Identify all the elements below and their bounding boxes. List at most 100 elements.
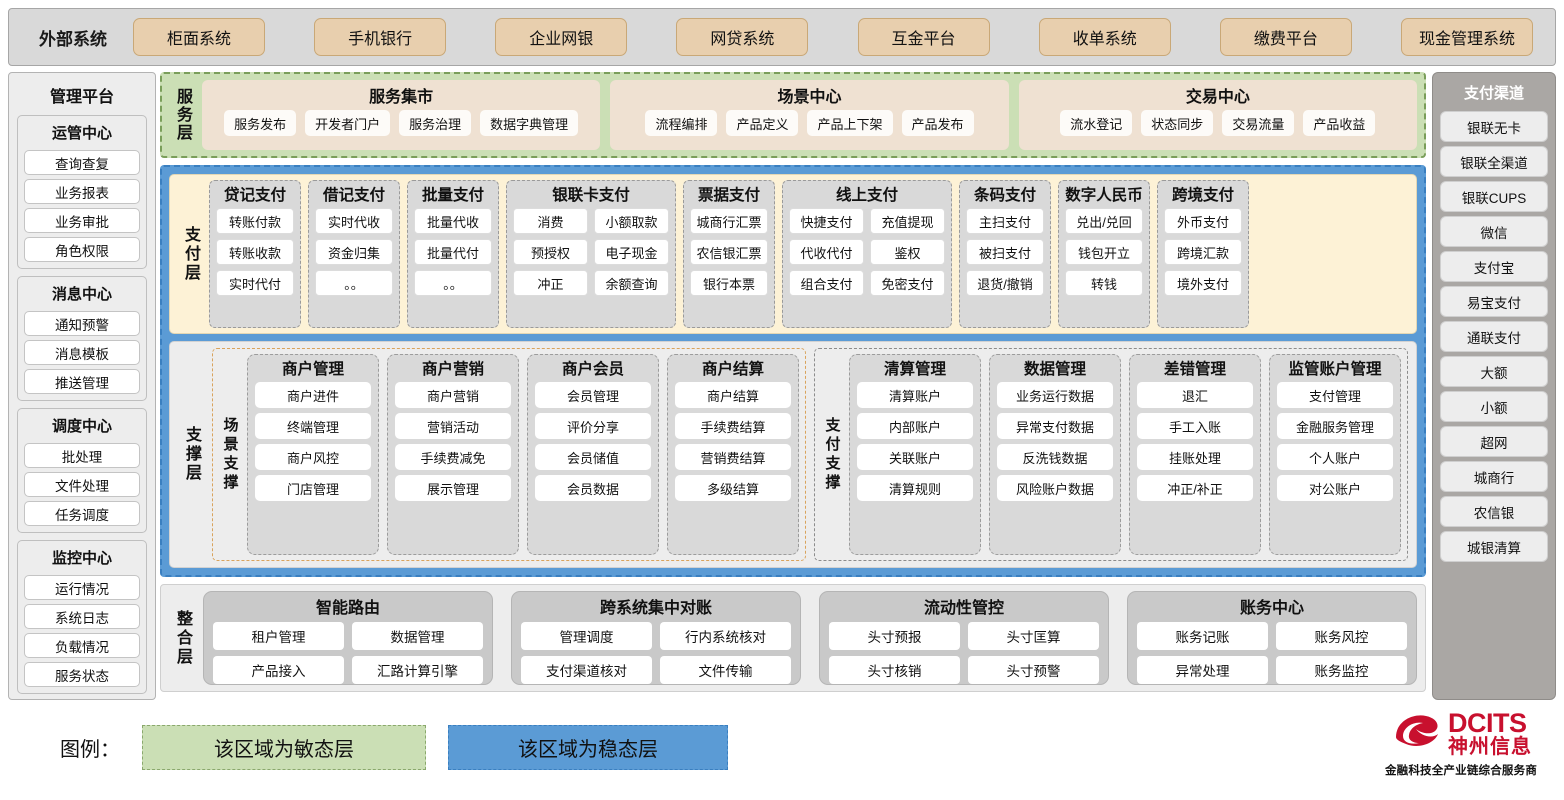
support-cell[interactable]: 对公账户 xyxy=(1277,475,1393,501)
support-cell[interactable]: 多级结算 xyxy=(675,475,791,501)
payment-cell[interactable]: 实时代收 xyxy=(315,208,393,234)
payment-cell[interactable]: 鉴权 xyxy=(870,239,945,265)
payment-cell[interactable]: 城商行汇票 xyxy=(690,208,768,234)
payment-cell[interactable]: 。。 xyxy=(414,270,492,296)
sidebar-item-1[interactable]: 业务报表 xyxy=(24,179,140,204)
sidebar-item-2[interactable]: 业务审批 xyxy=(24,208,140,233)
support-cell[interactable]: 关联账户 xyxy=(857,444,973,470)
payment-channel-item[interactable]: 支付宝 xyxy=(1440,251,1548,282)
payment-cell[interactable]: 境外支付 xyxy=(1164,270,1242,296)
support-cell[interactable]: 商户营销 xyxy=(395,382,511,408)
sidebar-item-1[interactable]: 系统日志 xyxy=(24,604,140,629)
payment-cell[interactable]: 钱包开立 xyxy=(1065,239,1143,265)
integration-cell[interactable]: 异常处理 xyxy=(1137,656,1268,684)
sidebar-item-1[interactable]: 文件处理 xyxy=(24,472,140,497)
payment-cell[interactable]: 电子现金 xyxy=(594,239,669,265)
support-cell[interactable]: 异常支付数据 xyxy=(997,413,1113,439)
external-system-item[interactable]: 柜面系统 xyxy=(133,18,265,56)
payment-cell[interactable]: 农信银汇票 xyxy=(690,239,768,265)
support-cell[interactable]: 商户进件 xyxy=(255,382,371,408)
support-cell[interactable]: 营销活动 xyxy=(395,413,511,439)
payment-channel-item[interactable]: 易宝支付 xyxy=(1440,286,1548,317)
sidebar-item-3[interactable]: 服务状态 xyxy=(24,662,140,687)
integration-cell[interactable]: 租户管理 xyxy=(213,622,344,650)
payment-cell[interactable]: 小额取款 xyxy=(594,208,669,234)
payment-channel-item[interactable]: 小额 xyxy=(1440,391,1548,422)
support-cell[interactable]: 个人账户 xyxy=(1277,444,1393,470)
support-cell[interactable]: 终端管理 xyxy=(255,413,371,439)
integration-cell[interactable]: 头寸预警 xyxy=(968,656,1099,684)
support-cell[interactable]: 冲正/补正 xyxy=(1137,475,1253,501)
payment-cell[interactable]: 转账收款 xyxy=(216,239,294,265)
payment-channel-item[interactable]: 超网 xyxy=(1440,426,1548,457)
payment-channel-item[interactable]: 城银清算 xyxy=(1440,531,1548,562)
service-chip[interactable]: 流水登记 xyxy=(1060,110,1133,136)
sidebar-item-0[interactable]: 批处理 xyxy=(24,443,140,468)
support-cell[interactable]: 挂账处理 xyxy=(1137,444,1253,470)
integration-cell[interactable]: 头寸预报 xyxy=(829,622,960,650)
support-cell[interactable]: 风险账户数据 xyxy=(997,475,1113,501)
support-cell[interactable]: 内部账户 xyxy=(857,413,973,439)
payment-channel-item[interactable]: 微信 xyxy=(1440,216,1548,247)
integration-cell[interactable]: 账务监控 xyxy=(1276,656,1407,684)
support-cell[interactable]: 清算规则 xyxy=(857,475,973,501)
payment-cell[interactable]: 预授权 xyxy=(513,239,588,265)
support-cell[interactable]: 会员数据 xyxy=(535,475,651,501)
external-system-item[interactable]: 企业网银 xyxy=(495,18,628,56)
sidebar-item-3[interactable]: 角色权限 xyxy=(24,237,140,262)
integration-cell[interactable]: 头寸匡算 xyxy=(968,622,1099,650)
service-chip[interactable]: 产品发布 xyxy=(901,110,974,136)
support-cell[interactable]: 展示管理 xyxy=(395,475,511,501)
payment-cell[interactable]: 转账付款 xyxy=(216,208,294,234)
service-chip[interactable]: 产品上下架 xyxy=(807,110,893,136)
payment-cell[interactable]: 被扫支付 xyxy=(966,239,1044,265)
sidebar-item-2[interactable]: 推送管理 xyxy=(24,369,140,394)
support-cell[interactable]: 金融服务管理 xyxy=(1277,413,1393,439)
support-cell[interactable]: 评价分享 xyxy=(535,413,651,439)
service-chip[interactable]: 数据字典管理 xyxy=(480,110,579,136)
external-system-item[interactable]: 手机银行 xyxy=(314,18,447,56)
payment-cell[interactable]: 代收代付 xyxy=(789,239,864,265)
payment-cell[interactable]: 消费 xyxy=(513,208,588,234)
external-system-item[interactable]: 缴费平台 xyxy=(1219,18,1352,56)
payment-cell[interactable]: 冲正 xyxy=(513,270,588,296)
external-system-item[interactable]: 收单系统 xyxy=(1038,18,1171,56)
integration-cell[interactable]: 管理调度 xyxy=(521,622,652,650)
sidebar-item-2[interactable]: 负载情况 xyxy=(24,633,140,658)
payment-channel-item[interactable]: 通联支付 xyxy=(1440,321,1548,352)
integration-cell[interactable]: 支付渠道核对 xyxy=(521,656,652,684)
payment-cell[interactable]: 主扫支付 xyxy=(966,208,1044,234)
payment-channel-item[interactable]: 银联全渠道 xyxy=(1440,146,1548,177)
support-cell[interactable]: 退汇 xyxy=(1137,382,1253,408)
integration-cell[interactable]: 行内系统核对 xyxy=(660,622,791,650)
payment-cell[interactable]: 资金归集 xyxy=(315,239,393,265)
service-chip[interactable]: 产品定义 xyxy=(726,110,799,136)
sidebar-item-2[interactable]: 任务调度 xyxy=(24,501,140,526)
sidebar-item-0[interactable]: 通知预警 xyxy=(24,311,140,336)
support-cell[interactable]: 门店管理 xyxy=(255,475,371,501)
integration-cell[interactable]: 汇路计算引擎 xyxy=(352,656,483,684)
integration-cell[interactable]: 账务风控 xyxy=(1276,622,1407,650)
payment-channel-item[interactable]: 银联无卡 xyxy=(1440,111,1548,142)
support-cell[interactable]: 商户风控 xyxy=(255,444,371,470)
support-cell[interactable]: 会员管理 xyxy=(535,382,651,408)
support-cell[interactable]: 手续费结算 xyxy=(675,413,791,439)
service-chip[interactable]: 服务发布 xyxy=(224,110,297,136)
support-cell[interactable]: 商户结算 xyxy=(675,382,791,408)
support-cell[interactable]: 手续费减免 xyxy=(395,444,511,470)
sidebar-item-1[interactable]: 消息模板 xyxy=(24,340,140,365)
payment-cell[interactable]: 跨境汇款 xyxy=(1164,239,1242,265)
payment-cell[interactable]: 批量代付 xyxy=(414,239,492,265)
support-cell[interactable]: 反洗钱数据 xyxy=(997,444,1113,470)
support-cell[interactable]: 会员储值 xyxy=(535,444,651,470)
sidebar-item-0[interactable]: 查询查复 xyxy=(24,150,140,175)
payment-cell[interactable]: 充值提现 xyxy=(870,208,945,234)
payment-cell[interactable]: 组合支付 xyxy=(789,270,864,296)
payment-cell[interactable]: 退货/撤销 xyxy=(966,270,1044,296)
payment-cell[interactable]: 外币支付 xyxy=(1164,208,1242,234)
service-chip[interactable]: 产品收益 xyxy=(1303,110,1376,136)
payment-channel-item[interactable]: 大额 xyxy=(1440,356,1548,387)
payment-cell[interactable]: 免密支付 xyxy=(870,270,945,296)
service-chip[interactable]: 服务治理 xyxy=(399,110,472,136)
integration-cell[interactable]: 数据管理 xyxy=(352,622,483,650)
